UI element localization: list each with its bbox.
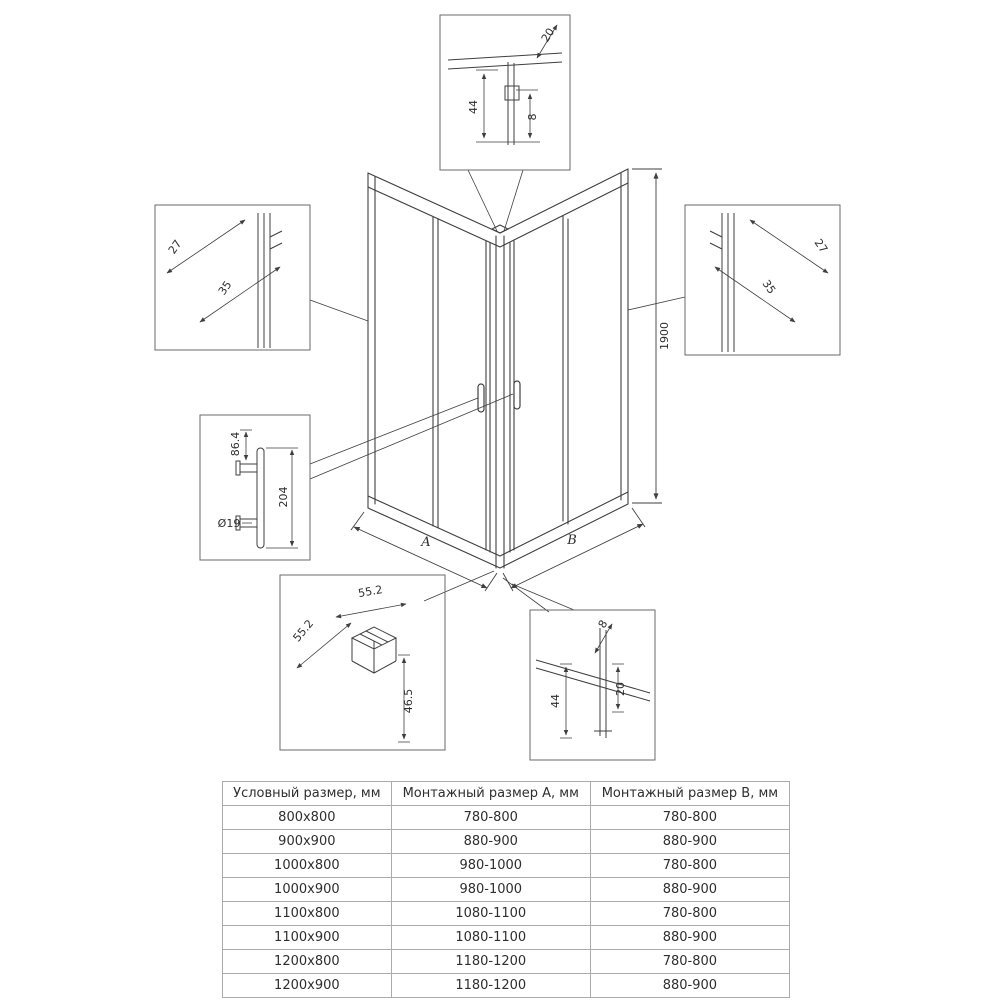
table-cell: 880-900 [390, 829, 591, 854]
shower-enclosure-outline [367, 168, 629, 569]
table-cell: 780-800 [589, 805, 791, 830]
detail-right-profile [684, 204, 841, 356]
detail-right-profile-frame [684, 204, 841, 356]
table-cell: 1200x900 [222, 973, 392, 998]
table-cell: 780-800 [589, 853, 791, 878]
detail-top-dim-44: 44 [467, 100, 480, 114]
table-cell: 1100x800 [222, 901, 392, 926]
detail-handle-dim-86-4: 86.4 [229, 432, 242, 457]
table-cell: 780-800 [390, 805, 591, 830]
size-table: Условный размер, мм Монтажный размер A, … [222, 781, 791, 998]
height-dimension-label: 1900 [658, 322, 671, 350]
table-cell: 1180-1200 [390, 973, 591, 998]
table-cell: 880-900 [589, 973, 791, 998]
detail-corner-dim-55-2-top: 55.2 [357, 583, 383, 600]
technical-drawing: 1900 A B 20 44 8 27 35 [154, 14, 841, 761]
table-cell: 1000x900 [222, 877, 392, 902]
leader-lines [309, 169, 686, 613]
handle-bar [256, 447, 265, 549]
table-cell: 800x800 [222, 805, 392, 830]
width-a-label: A [420, 535, 430, 550]
detail-top-rail [439, 14, 571, 171]
detail-handle-labels: 86.4 204 Ø19 [218, 432, 290, 530]
detail-handle-frame [199, 414, 311, 561]
header-mounting-size-b: Монтажный размер B, мм [589, 781, 791, 806]
detail-top-rail-labels: 20 44 8 [467, 26, 557, 121]
header-nominal-size: Условный размер, мм [222, 781, 392, 806]
table-cell: 880-900 [589, 925, 791, 950]
table-cell: 880-900 [589, 829, 791, 854]
detail-corner-dim-46-5: 46.5 [402, 689, 415, 714]
detail-bottom-dim-20: 20 [614, 682, 627, 696]
table-cell: 1000x800 [222, 853, 392, 878]
detail-handle [199, 414, 311, 561]
detail-bottom-rail-labels: 8 44 20 [549, 618, 627, 708]
detail-corner-dim-55-2-left: 55.2 [290, 617, 316, 644]
detail-corner-connector [279, 574, 446, 751]
width-b-label: B [566, 533, 577, 548]
table-cell: 880-900 [589, 877, 791, 902]
table-cell: 980-1000 [390, 877, 591, 902]
table-cell: 1200x800 [222, 949, 392, 974]
door-handles [477, 380, 521, 413]
main-dimension-labels: 1900 A B [420, 322, 671, 550]
detail-left-dim-27: 27 [166, 238, 185, 257]
table-cell: 1180-1200 [390, 949, 591, 974]
detail-top-rail-frame [439, 14, 571, 171]
table-cell: 980-1000 [390, 853, 591, 878]
header-mounting-size-a: Монтажный размер A, мм [390, 781, 591, 806]
size-table-container: Условный размер, мм Монтажный размер A, … [222, 781, 791, 998]
detail-top-dim-20: 20 [539, 26, 557, 45]
table-cell: 780-800 [589, 949, 791, 974]
detail-bottom-dim-8: 8 [596, 618, 611, 631]
detail-right-dim-27: 27 [812, 237, 831, 256]
detail-bottom-dim-44: 44 [549, 694, 562, 708]
detail-top-dim-8: 8 [526, 114, 539, 121]
main-dimensions [350, 168, 662, 592]
detail-left-profile-frame [154, 204, 311, 351]
detail-corner-frame [279, 574, 446, 751]
table-cell: 1080-1100 [390, 901, 591, 926]
size-table-header-row: Условный размер, мм Монтажный размер A, … [222, 781, 791, 806]
detail-handle-dim-d19: Ø19 [218, 517, 241, 530]
table-cell: 1080-1100 [390, 925, 591, 950]
detail-bottom-rail [529, 609, 656, 761]
detail-left-dim-35: 35 [216, 279, 235, 298]
detail-right-dim-35: 35 [760, 278, 779, 297]
table-cell: 1100x900 [222, 925, 392, 950]
detail-handle-dim-204: 204 [277, 487, 290, 508]
table-cell: 780-800 [589, 901, 791, 926]
detail-right-profile-labels: 27 35 [760, 237, 831, 297]
detail-left-profile [154, 204, 311, 351]
table-cell: 900x900 [222, 829, 392, 854]
detail-left-profile-labels: 27 35 [166, 238, 235, 298]
detail-bottom-rail-frame [529, 609, 656, 761]
right-door-handle [513, 380, 521, 410]
